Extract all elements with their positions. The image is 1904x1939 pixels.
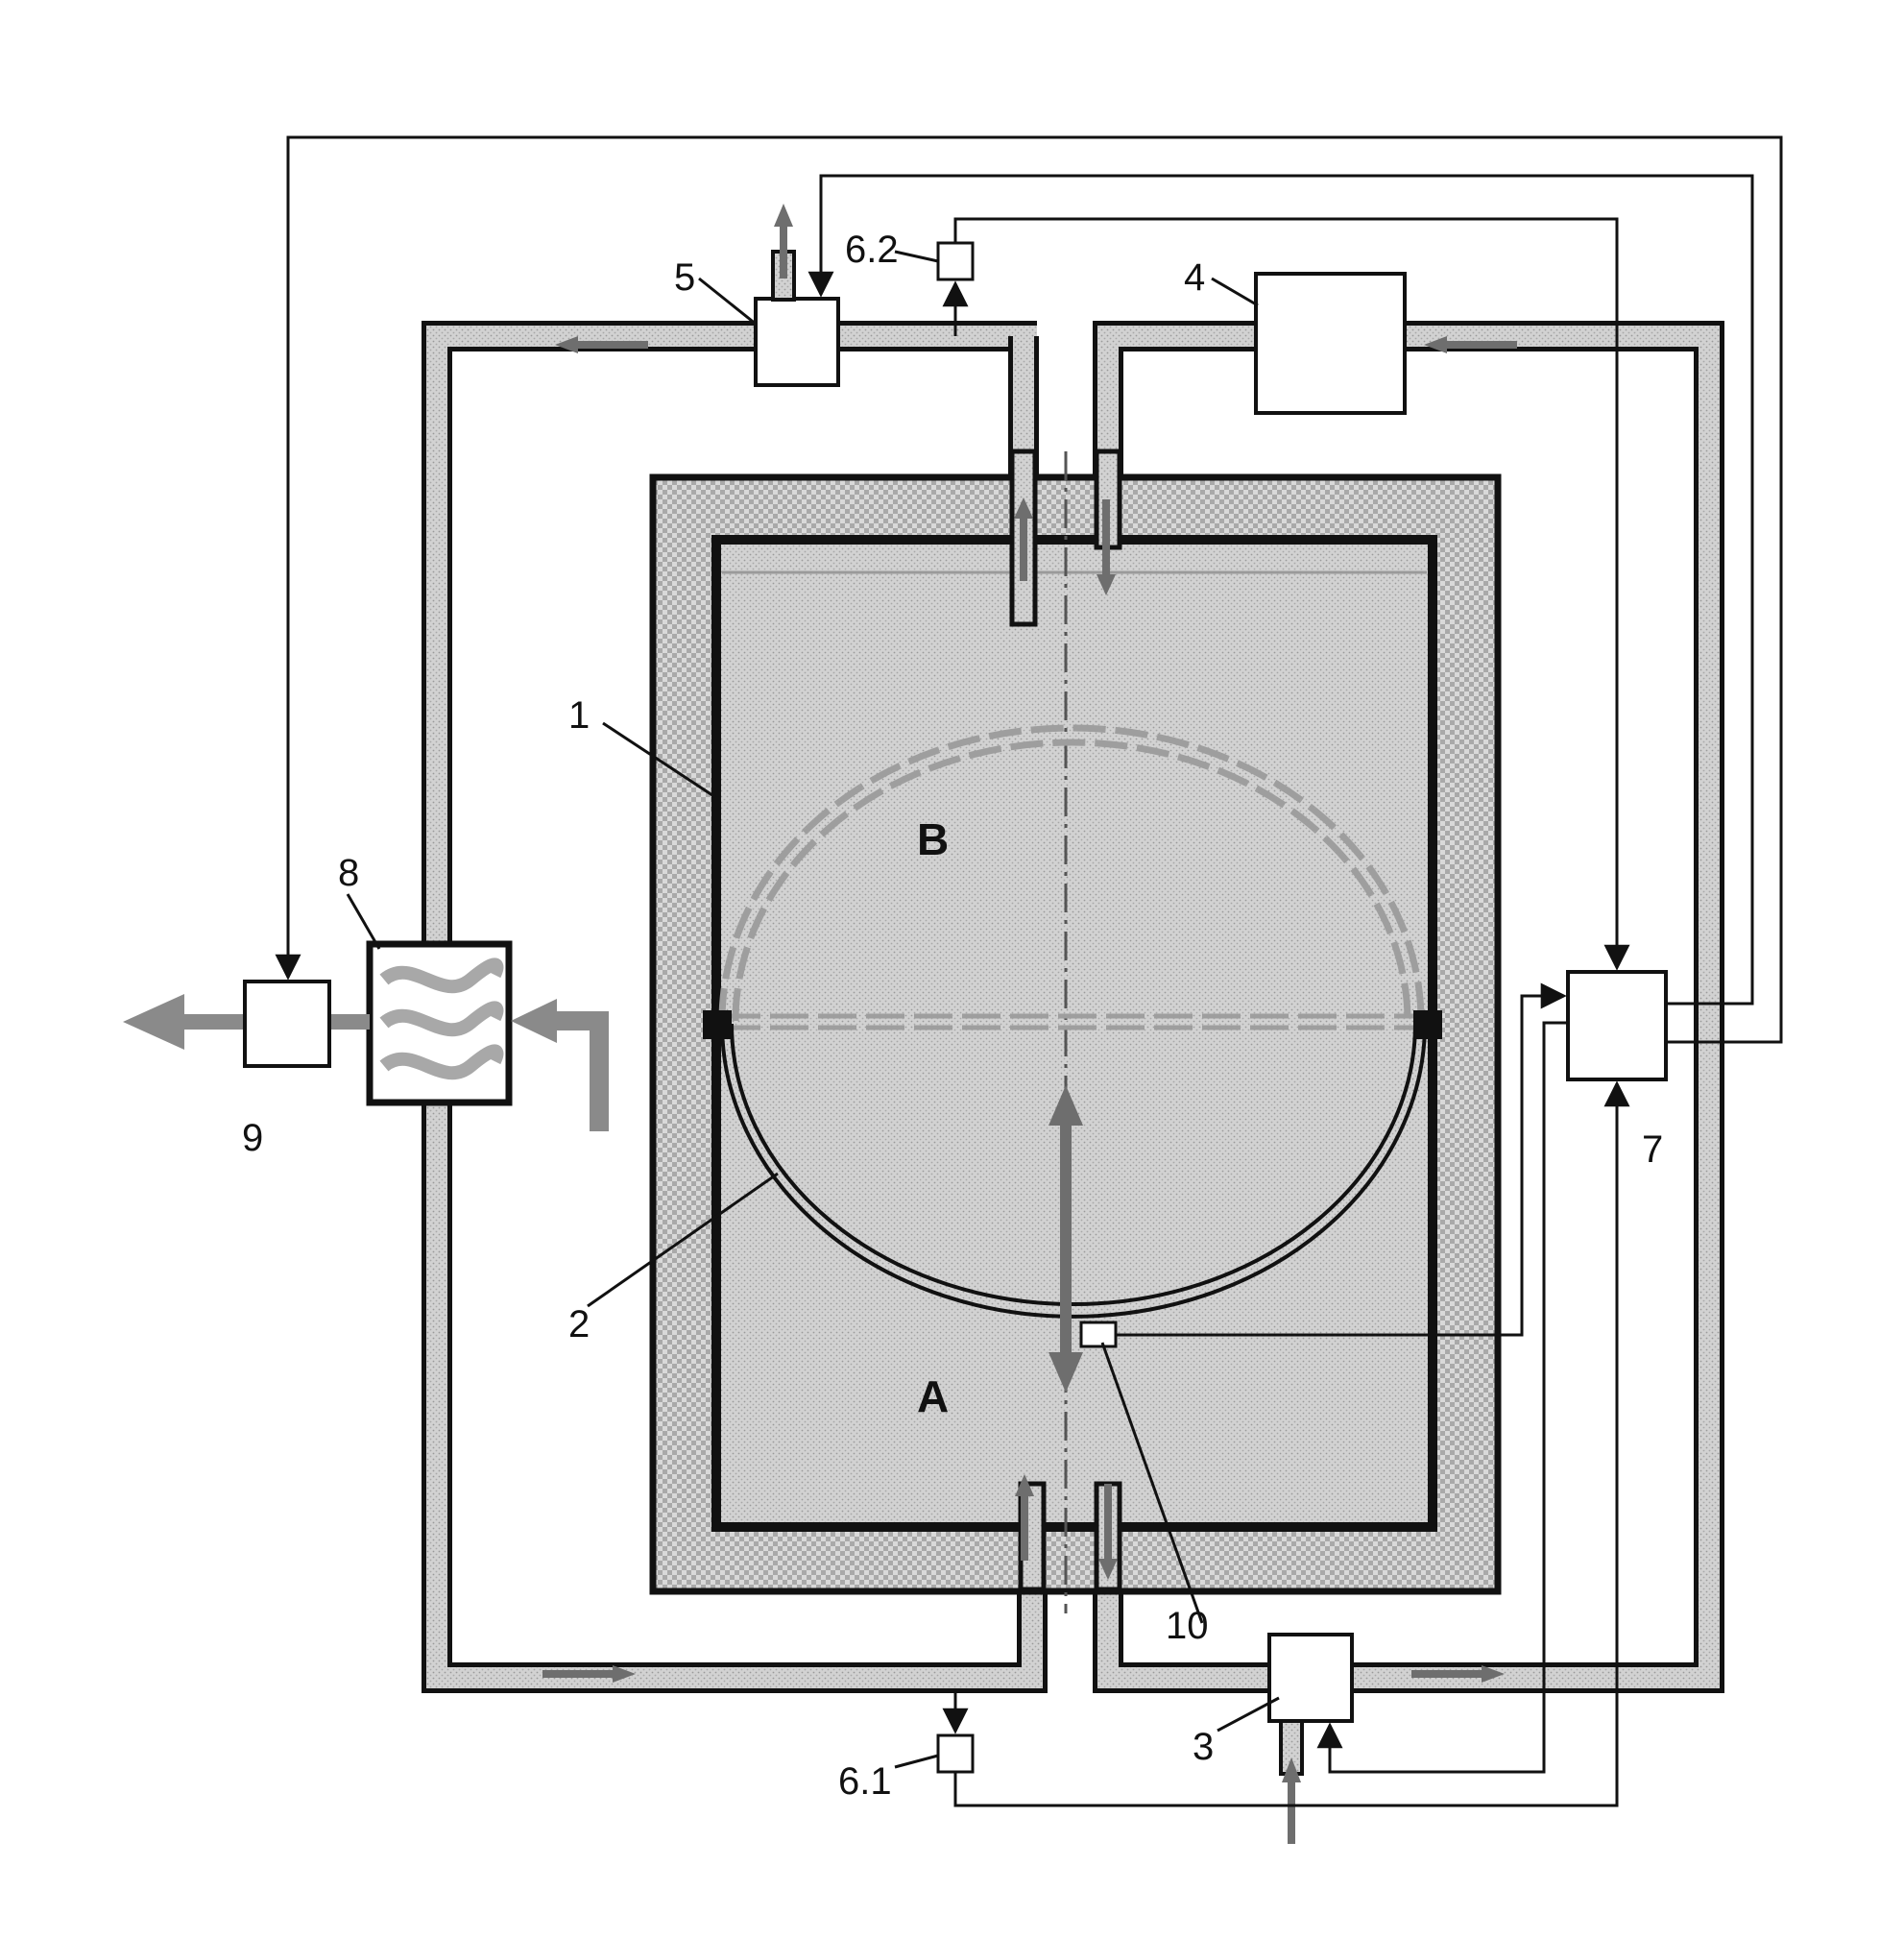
label-6-1: 6.1: [838, 1760, 892, 1803]
exhaust-arrow-5: [771, 204, 796, 302]
vessel-housing: [649, 473, 1502, 1595]
label-4: 4: [1184, 256, 1205, 299]
membrane-travel-arrow: [1048, 1085, 1083, 1393]
position-sensor-10: [1079, 1321, 1118, 1348]
label-7: 7: [1642, 1128, 1663, 1171]
label-chamber-b: B: [917, 814, 949, 864]
membrane-lower: [703, 1010, 1442, 1319]
label-9: 9: [242, 1117, 263, 1159]
label-6-2: 6.2: [845, 229, 899, 271]
leader-lines: [346, 250, 1280, 1769]
label-3: 3: [1193, 1726, 1214, 1768]
unit-5-box: [754, 297, 840, 387]
sensor-6-2-box: [936, 241, 975, 281]
flow-arrows-vessel: [1014, 497, 1118, 1580]
label-5: 5: [674, 256, 695, 299]
label-8: 8: [338, 852, 359, 894]
unit-4-box: [1254, 272, 1407, 415]
medium-outlet-arrow: [123, 994, 370, 1050]
inlet-arrow-3: [1279, 1719, 1304, 1844]
heat-exchanger-8: [366, 940, 513, 1106]
label-chamber-a: A: [917, 1371, 949, 1421]
sensor-6-1-box: [936, 1733, 975, 1774]
label-2: 2: [568, 1303, 590, 1345]
medium-inlet-arrow: [511, 999, 609, 1131]
label-10: 10: [1166, 1605, 1209, 1647]
unit-9-box: [243, 980, 331, 1068]
membrane-upper-dashed: [718, 724, 1425, 1030]
controller-7-box: [1566, 970, 1668, 1081]
flow-arrows-pipes: [542, 336, 1517, 1683]
signal-lines: [275, 135, 1783, 1807]
right-pipe-loop: [1093, 321, 1724, 1693]
pump-3-box: [1267, 1633, 1354, 1723]
label-1: 1: [568, 694, 590, 737]
